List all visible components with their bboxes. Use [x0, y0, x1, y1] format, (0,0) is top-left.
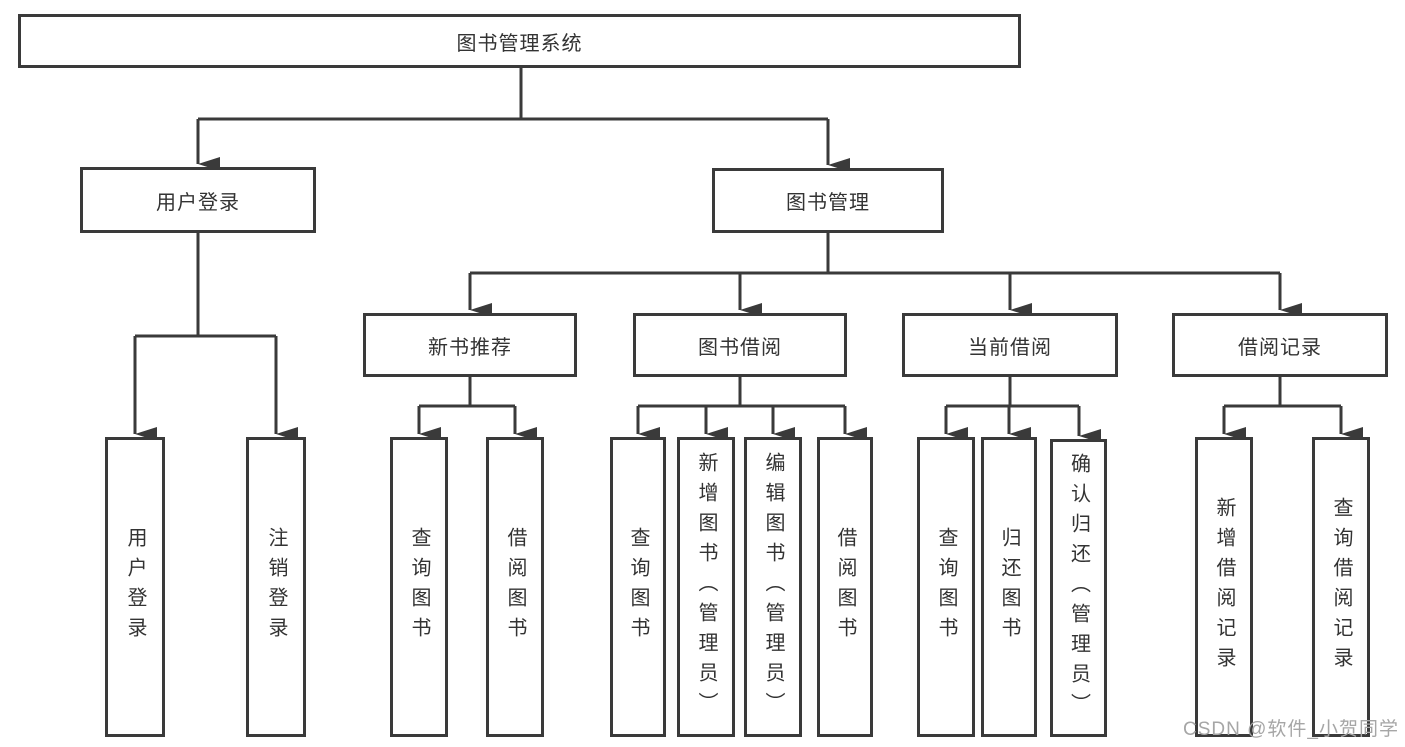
leaf-edit-books-admin: 编辑图书（管理员）: [744, 437, 802, 737]
leaf-label: 查询图书: [627, 527, 649, 647]
leaf-query-books-recommend: 查询图书: [390, 437, 448, 737]
leaf-add-books-admin: 新增图书（管理员）: [677, 437, 735, 737]
leaf-label: 借阅图书: [834, 527, 856, 647]
leaf-query-borrow-record: 查询借阅记录: [1312, 437, 1370, 737]
leaf-logout: 注销登录: [246, 437, 306, 737]
leaf-label: 确认归还（管理员）: [1067, 453, 1090, 723]
csdn-watermark: CSDN @软件_小贺同学: [1183, 719, 1399, 740]
leaf-label: 查询图书: [408, 527, 430, 647]
leaf-label: 新增借阅记录: [1213, 497, 1235, 677]
leaf-borrow-books: 借阅图书: [817, 437, 873, 737]
leaf-return-books: 归还图书: [981, 437, 1037, 737]
node-book-management: 图书管理: [712, 168, 944, 233]
node-user-login-group: 用户登录: [80, 167, 316, 233]
leaf-label: 查询图书: [935, 527, 957, 647]
leaf-label: 借阅图书: [504, 527, 526, 647]
leaf-query-books-current: 查询图书: [917, 437, 975, 737]
leaf-user-login: 用户登录: [105, 437, 165, 737]
leaf-label: 注销登录: [265, 527, 287, 647]
leaf-borrow-books-recommend: 借阅图书: [486, 437, 544, 737]
leaf-label: 查询借阅记录: [1330, 497, 1352, 677]
leaf-label: 归还图书: [998, 527, 1020, 647]
leaf-label: 编辑图书（管理员）: [762, 452, 784, 722]
leaf-add-borrow-record: 新增借阅记录: [1195, 437, 1253, 737]
node-root-system: 图书管理系统: [18, 14, 1021, 68]
leaf-confirm-return-admin: 确认归还（管理员）: [1050, 439, 1107, 737]
leaf-label: 用户登录: [124, 527, 146, 647]
leaf-label: 新增图书（管理员）: [695, 452, 717, 722]
node-current-borrow: 当前借阅: [902, 313, 1118, 377]
leaf-query-books-borrow: 查询图书: [610, 437, 666, 737]
node-new-book-recommend: 新书推荐: [363, 313, 577, 377]
node-book-borrow: 图书借阅: [633, 313, 847, 377]
node-borrow-records: 借阅记录: [1172, 313, 1388, 377]
